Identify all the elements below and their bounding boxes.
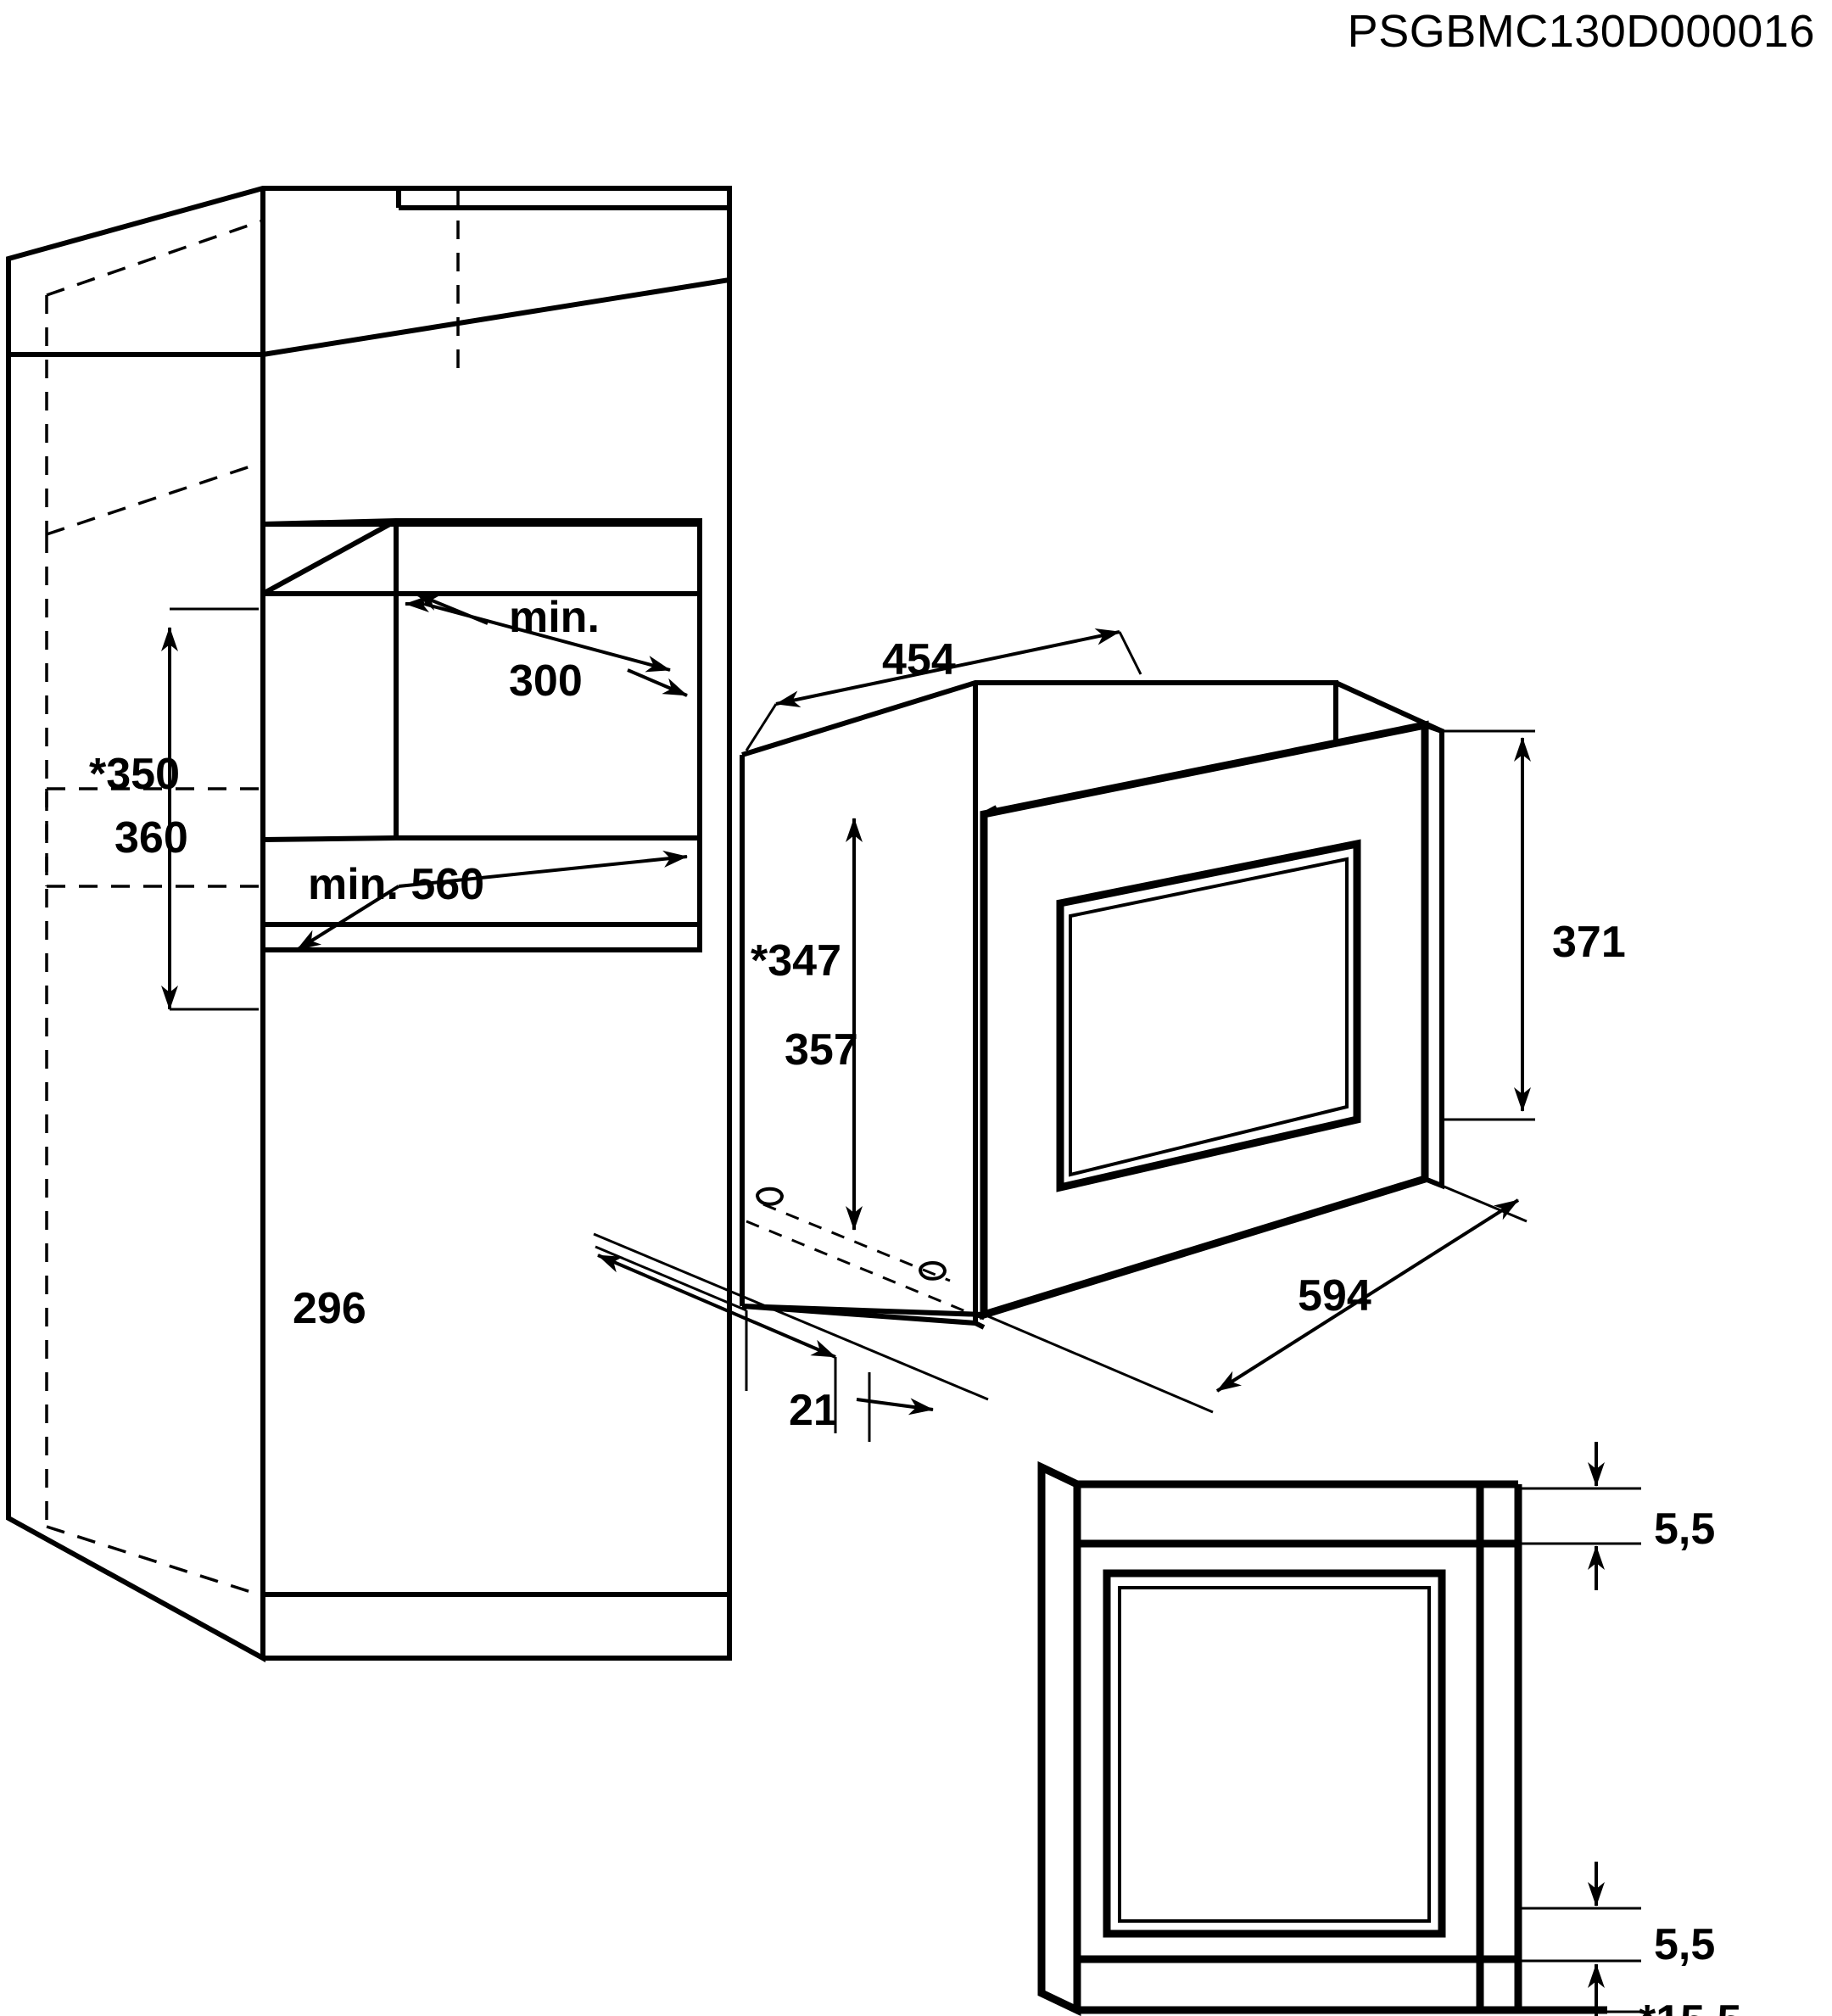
label-155: *15,5 xyxy=(1639,1996,1741,2016)
label-min-560: min. 560 xyxy=(308,860,484,909)
label-594: 594 xyxy=(1298,1271,1371,1321)
label-360: 360 xyxy=(114,813,188,863)
label-bottom-55: 5,5 xyxy=(1654,1920,1715,1969)
label-357: 357 xyxy=(785,1025,858,1075)
label-top-55: 5,5 xyxy=(1654,1505,1715,1554)
dim-bottom-gap-55: 5,5 xyxy=(1518,1862,1715,2008)
document-code: PSGBMC130D000016 xyxy=(1347,6,1815,57)
cabinet-outline xyxy=(6,186,732,1663)
dim-front-width-594: 594 xyxy=(987,1184,1528,1414)
label-21: 21 xyxy=(789,1386,838,1435)
label-min-300-a: min. xyxy=(509,593,600,642)
label-296: 296 xyxy=(293,1284,366,1333)
label-min-300-b: 300 xyxy=(509,656,583,706)
dim-niche-height: *350 360 xyxy=(89,607,259,1011)
dim-bottom-overhang-155: *15,5 xyxy=(1588,1996,1741,2016)
dim-front-height-371: 371 xyxy=(1442,729,1626,1121)
appliance-outline xyxy=(740,680,1444,1330)
dim-niche-width-min: min. 560 xyxy=(295,850,688,952)
label-347: *347 xyxy=(751,936,841,986)
label-350: *350 xyxy=(89,750,180,799)
dim-foot-offset-21: 21 xyxy=(789,1357,934,1442)
dim-body-depth-454: 454 xyxy=(745,628,1142,751)
dim-niche-depth-min: min. 300 xyxy=(405,592,688,706)
front-frame-detail xyxy=(1037,1460,1607,2016)
dim-top-gap-55: 5,5 xyxy=(1518,1442,1715,1590)
label-371: 371 xyxy=(1552,918,1626,967)
dim-rear-offset-296: 296 xyxy=(293,1232,989,1401)
label-454: 454 xyxy=(882,635,956,684)
dim-body-height: *347 357 xyxy=(751,818,863,1231)
